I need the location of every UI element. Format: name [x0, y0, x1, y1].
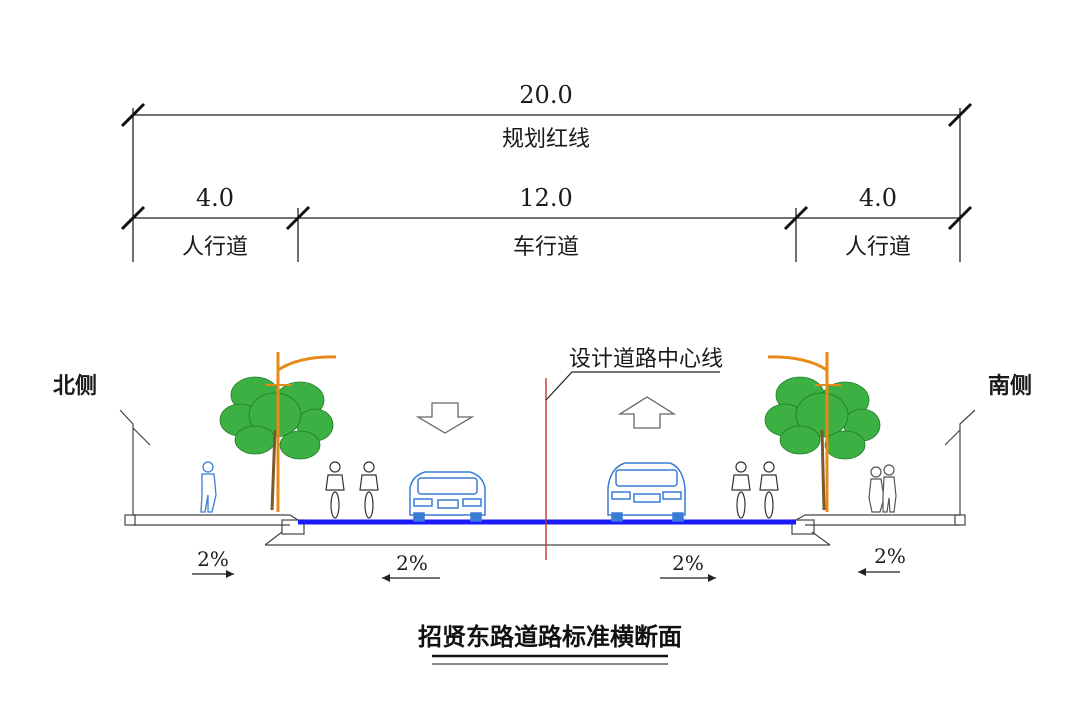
- cyclist: [359, 461, 379, 519]
- slope-indicator: 2%: [192, 547, 234, 578]
- pedestrian-left: [200, 461, 217, 513]
- right-sidewalk-width: 4.0: [859, 184, 897, 212]
- street-lamp-right: [767, 352, 841, 512]
- tree-left: [219, 376, 334, 511]
- dimension-ticks: [120, 102, 973, 231]
- svg-text:2%: 2%: [874, 544, 906, 568]
- slope-indicator: 2%: [858, 544, 906, 576]
- centerline-label: 设计道路中心线: [569, 347, 723, 372]
- svg-text:2%: 2%: [672, 551, 704, 575]
- carriageway-label: 车行道: [513, 235, 579, 260]
- slope-indicator: 2%: [382, 551, 440, 582]
- red-line-label: 规划红线: [502, 127, 590, 152]
- tree-right: [764, 376, 881, 511]
- north-side-label: 北侧: [53, 374, 97, 399]
- svg-text:2%: 2%: [197, 547, 229, 571]
- total-width-label: 20.0: [519, 81, 572, 109]
- right-sidewalk-label: 人行道: [845, 235, 911, 260]
- south-side-label: 南侧: [988, 374, 1032, 399]
- down-direction-arrow: [415, 402, 475, 434]
- left-sidewalk-width: 4.0: [196, 184, 234, 212]
- centerline-leader: [545, 371, 720, 401]
- pedestrian-couple-right: [868, 464, 897, 513]
- cyclist: [325, 461, 345, 519]
- svg-text:2%: 2%: [396, 551, 428, 575]
- car-left: [409, 471, 486, 522]
- slope-indicator: 2%: [660, 551, 716, 582]
- left-sidewalk-label: 人行道: [182, 235, 248, 260]
- street-lamp-left: [266, 352, 337, 512]
- up-direction-arrow: [617, 396, 677, 429]
- carriageway-width: 12.0: [519, 184, 572, 212]
- road-structure: [124, 514, 966, 546]
- cyclist: [759, 461, 779, 519]
- car-right: [607, 462, 686, 522]
- cyclist: [731, 461, 751, 519]
- edge-embankments: [119, 409, 976, 515]
- diagram-title: 招贤东路道路标准横断面: [418, 623, 682, 651]
